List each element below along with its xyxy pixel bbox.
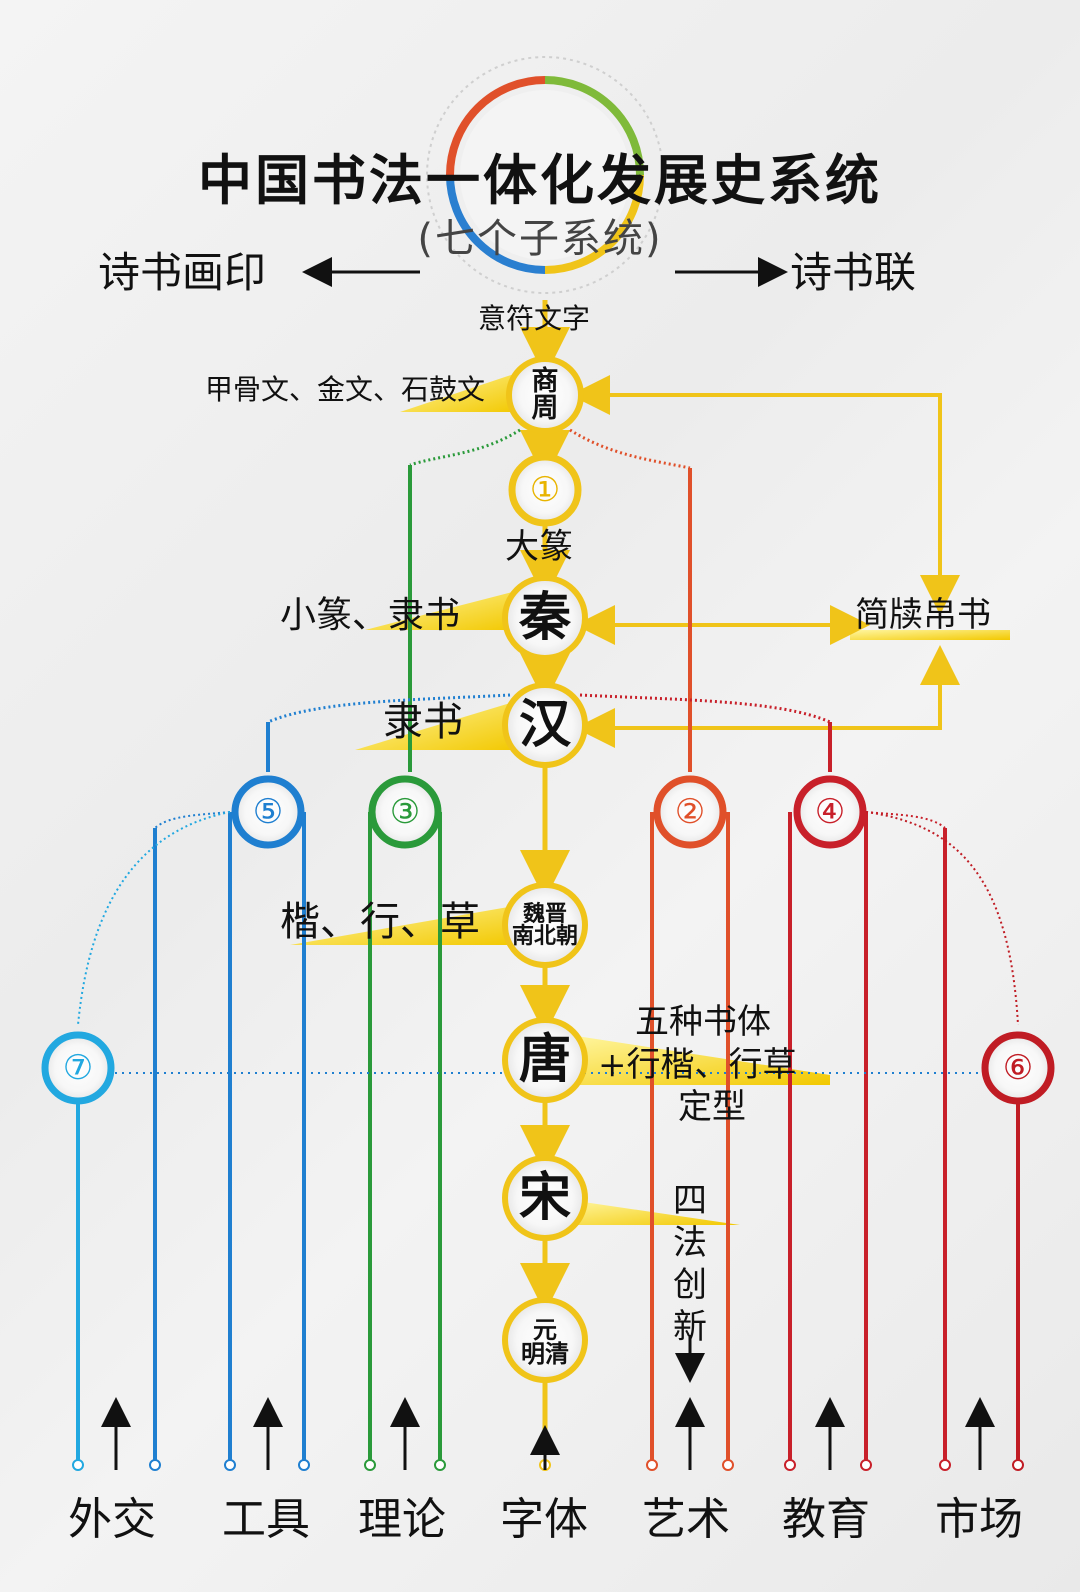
label-shishuhuayin: 诗书画印 <box>98 248 267 297</box>
subsystem-5-number: ⑤ <box>252 792 284 832</box>
label-root: 意符文字 <box>478 302 591 335</box>
branch-3-green <box>368 428 521 1460</box>
subsystem-3-number: ③ <box>389 792 421 832</box>
subsystem-4-number: ④ <box>814 792 846 832</box>
bottom-label-lilun: 理论 <box>358 1494 446 1545</box>
label-dazhuan: 大篆 <box>505 527 573 567</box>
bottom-label-jiaoyu: 教育 <box>782 1494 870 1545</box>
diagram-subtitle: (七个子系统) <box>417 216 663 262</box>
dynasty-han: 汉 <box>518 695 571 755</box>
diagram-title: 中国书法一体化发展史系统 <box>198 149 882 212</box>
subsystem-6-number: ⑥ <box>1002 1048 1034 1088</box>
bottom-label-gongju: 工具 <box>222 1494 310 1545</box>
subsystem-circles <box>41 453 1055 1105</box>
subsystem-2-number: ② <box>674 792 706 832</box>
label-tang-line2: +行楷、行草 <box>598 1045 797 1085</box>
bottom-arrows <box>101 1335 995 1470</box>
subsystem-7-number: ⑦ <box>62 1048 94 1088</box>
top-disc <box>426 56 664 294</box>
bottom-label-waijiao: 外交 <box>68 1494 156 1545</box>
subsystem-1-number: ① <box>529 470 561 510</box>
dynasty-shang: 商周 <box>531 366 559 424</box>
label-shang-scripts: 甲骨文、金文、石鼓文 <box>205 373 486 406</box>
label-song-sifa: 四法创新 <box>673 1181 707 1347</box>
dynasty-wei: 魏晋南北朝 <box>511 902 578 949</box>
label-tang-line3: 定型 <box>678 1087 746 1127</box>
label-tang-line1: 五种书体 <box>635 1002 771 1042</box>
label-jiandu: 简牍帛书 <box>855 595 991 635</box>
jiandu-links <box>570 375 960 748</box>
dynasty-song: 宋 <box>518 1168 571 1228</box>
dynasty-yuan: 元明清 <box>521 1316 569 1368</box>
endpoints <box>72 1459 1024 1471</box>
bottom-label-ziti: 字体 <box>500 1494 588 1545</box>
dynasty-circles <box>502 356 588 1383</box>
label-han-script: 隶书 <box>383 699 463 745</box>
dynasty-qin: 秦 <box>518 588 571 648</box>
branch-7-cyan <box>76 811 1020 1460</box>
bottom-label-yishu: 艺术 <box>642 1494 730 1545</box>
label-qin-scripts: 小篆、隶书 <box>280 595 461 636</box>
bottom-label-shichang: 市场 <box>935 1494 1023 1545</box>
branch-2-orange <box>569 428 730 1460</box>
label-shishulian: 诗书联 <box>790 248 917 297</box>
branch-4-red <box>579 693 1019 1460</box>
branch-5-blue <box>153 693 511 1460</box>
label-wei-scripts: 楷、行、草 <box>280 899 480 945</box>
dynasty-tang: 唐 <box>518 1030 571 1090</box>
